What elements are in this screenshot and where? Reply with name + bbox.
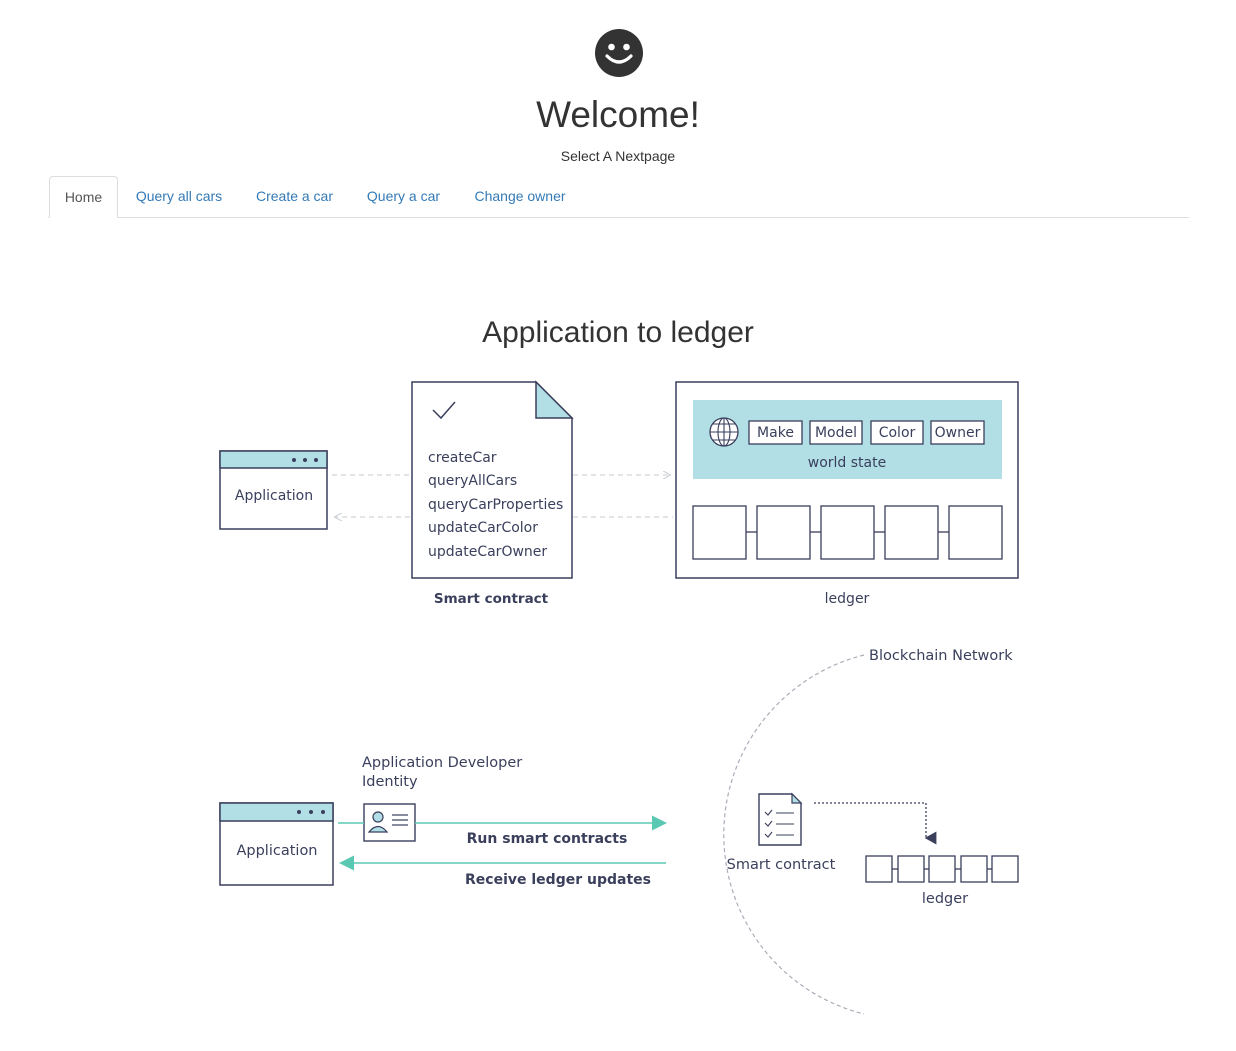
contract-function: createCar [428, 450, 497, 466]
identity-label: Identity [362, 774, 418, 790]
tab-create-a-car[interactable]: Create a car [255, 188, 334, 204]
world-state-field: Model [815, 425, 857, 441]
smart-contract-document: createCar queryAllCars queryCarPropertie… [411, 380, 574, 579]
application-label: Application [236, 843, 317, 859]
smart-contract-label: Smart contract [727, 857, 836, 873]
application-window-top: Application [219, 450, 328, 530]
contract-function: updateCarColor [428, 520, 538, 536]
world-state-field: Owner [935, 425, 981, 441]
checkmark-icon [432, 401, 456, 420]
id-card-icon [363, 803, 416, 842]
ledger-label: ledger [922, 891, 968, 907]
blockchain-network-label: Blockchain Network [869, 648, 1013, 664]
blockchain-network-boundary [723, 654, 865, 1015]
tab-query-all-cars[interactable]: Query all cars [135, 188, 223, 204]
tab-change-owner[interactable]: Change owner [474, 188, 566, 204]
smart-contract-doc-icon [758, 792, 803, 846]
tab-home[interactable]: Home [49, 176, 118, 218]
blockchain-blocks [692, 505, 1003, 560]
world-state-label: world state [808, 455, 886, 471]
ledger-box: Make Model Color Owner world state [675, 381, 1019, 579]
page-subtitle: Select A Nextpage [560, 148, 676, 164]
run-smart-contracts-label: Run smart contracts [467, 831, 628, 847]
section-title: Application to ledger [482, 316, 754, 349]
ledger-chain-icon [865, 855, 1019, 883]
application-window-bottom: Application [219, 802, 334, 886]
world-state-field: Make [757, 425, 794, 441]
page-title: Welcome! [536, 94, 700, 135]
globe-icon [709, 417, 739, 447]
ledger-caption: ledger [825, 591, 870, 607]
contract-function: updateCarOwner [428, 544, 547, 560]
application-label: Application [235, 488, 313, 504]
contract-function: queryCarProperties [428, 497, 563, 513]
receive-ledger-updates-label: Receive ledger updates [465, 872, 651, 888]
tab-query-a-car[interactable]: Query a car [366, 188, 441, 204]
world-state-field: Color [879, 425, 916, 441]
contract-function: queryAllCars [428, 473, 517, 489]
identity-label: Application Developer [362, 755, 522, 771]
smart-contract-caption: Smart contract [434, 591, 549, 607]
smiley-face-icon [595, 29, 643, 77]
nav-tabs: Home Query all cars Create a car Query a… [48, 176, 1189, 218]
